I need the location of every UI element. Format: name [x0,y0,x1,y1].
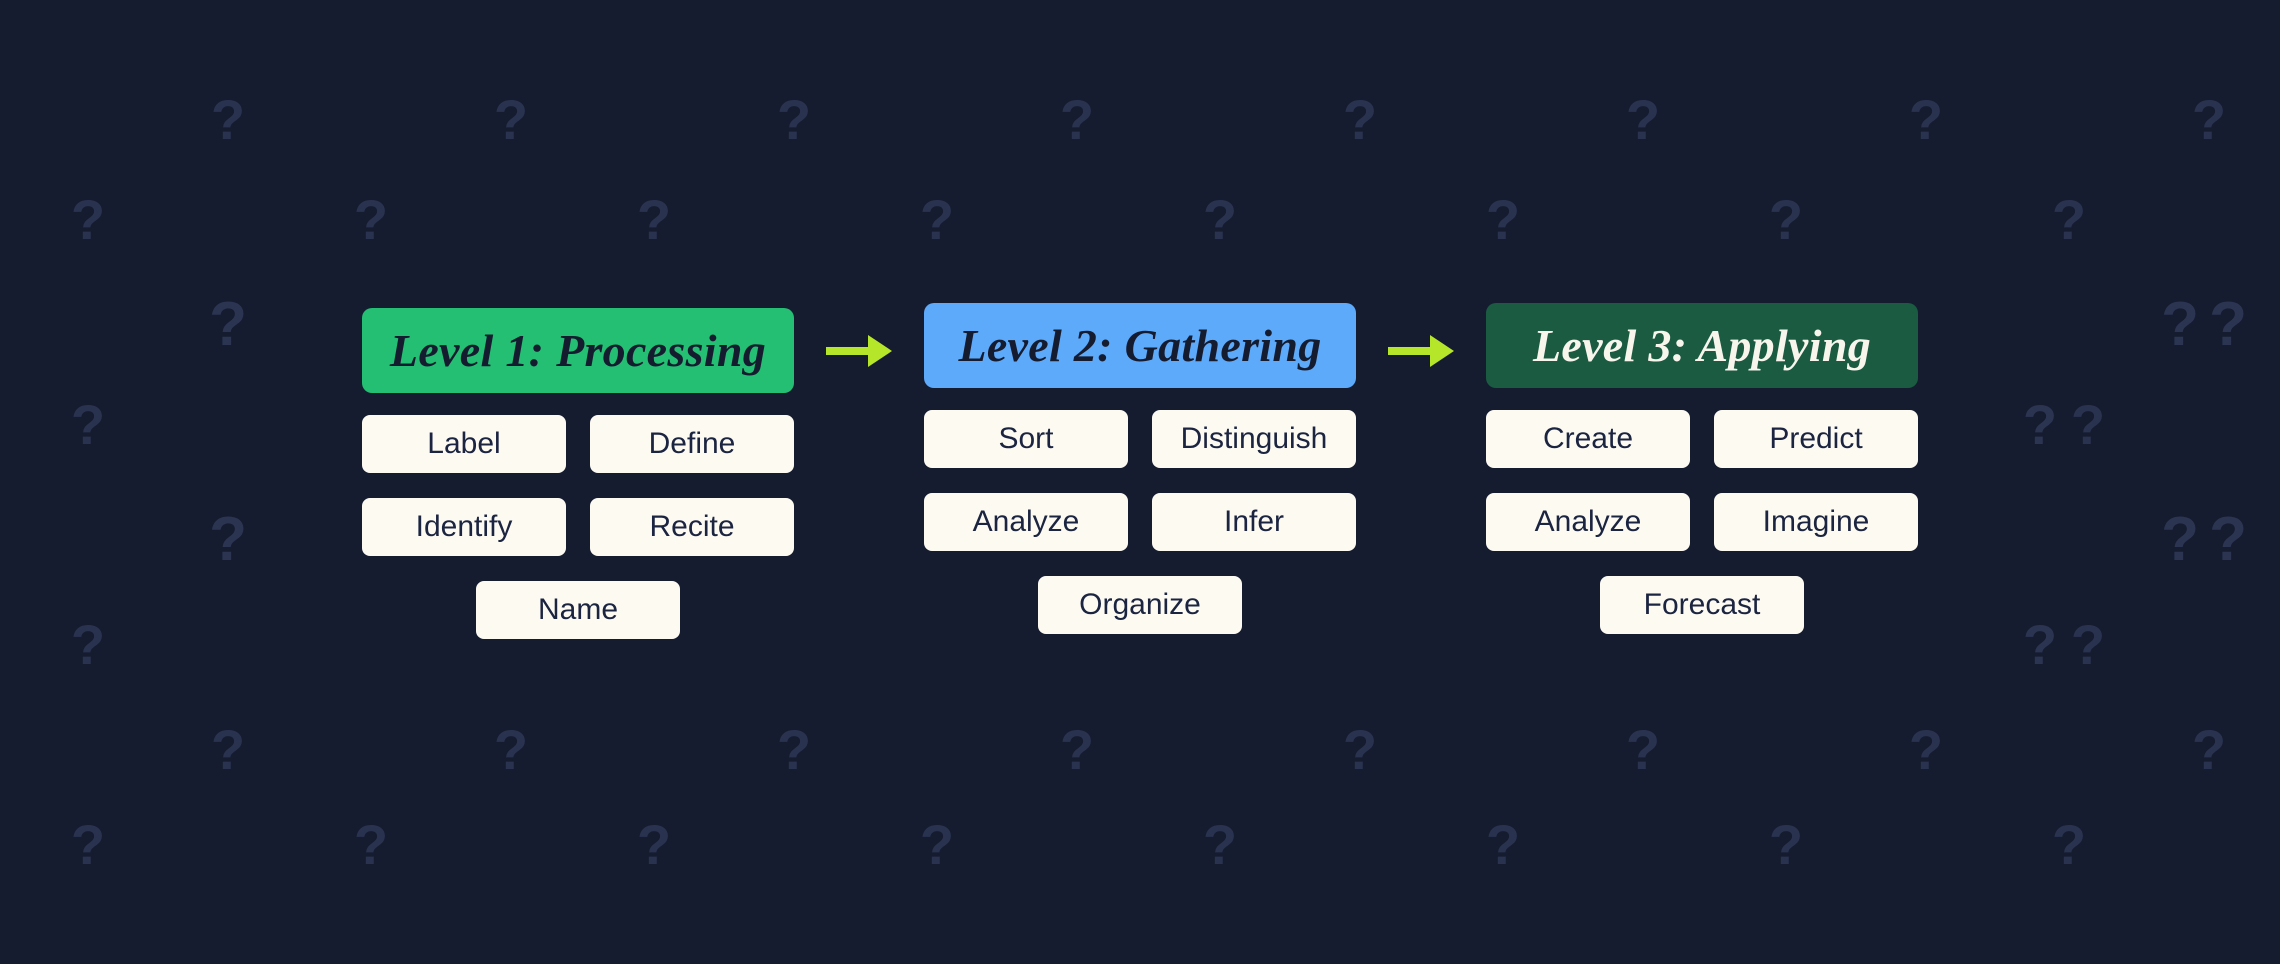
chip-level2-1[interactable]: Sort [924,410,1128,468]
level-1-header[interactable]: Level 1: Processing [362,308,794,393]
level-column-3: Level 3: Applying Create Predict Analyze… [1486,303,1918,634]
chip-level2-4[interactable]: Infer [1152,493,1356,551]
level-column-1: Level 1: Processing Label Define Identif… [362,303,794,639]
chip-level1-5[interactable]: Name [476,581,680,639]
arrow-level1-to-level2-icon [794,308,924,393]
chip-level2-3[interactable]: Analyze [924,493,1128,551]
chip-level3-5[interactable]: Forecast [1600,576,1804,634]
level-column-2: Level 2: Gathering Sort Distinguish Anal… [924,303,1356,634]
level-3-chips: Create Predict Analyze Imagine Forecast [1486,410,1918,634]
level-3-header[interactable]: Level 3: Applying [1486,303,1918,388]
level-2-header[interactable]: Level 2: Gathering [924,303,1356,388]
level-2-chips: Sort Distinguish Analyze Infer Organize [924,410,1356,634]
chip-level1-1[interactable]: Label [362,415,566,473]
chip-level3-3[interactable]: Analyze [1486,493,1690,551]
chip-level3-1[interactable]: Create [1486,410,1690,468]
level-1-chips: Label Define Identify Recite Name [362,415,794,639]
arrow-level2-to-level3-icon [1356,308,1486,393]
chip-level3-2[interactable]: Predict [1714,410,1918,468]
chip-level1-4[interactable]: Recite [590,498,794,556]
chip-level1-2[interactable]: Define [590,415,794,473]
levels-row: Level 1: Processing Label Define Identif… [362,303,1918,639]
chip-level3-4[interactable]: Imagine [1714,493,1918,551]
chip-level2-5[interactable]: Organize [1038,576,1242,634]
chip-level1-3[interactable]: Identify [362,498,566,556]
chip-level2-2[interactable]: Distinguish [1152,410,1356,468]
